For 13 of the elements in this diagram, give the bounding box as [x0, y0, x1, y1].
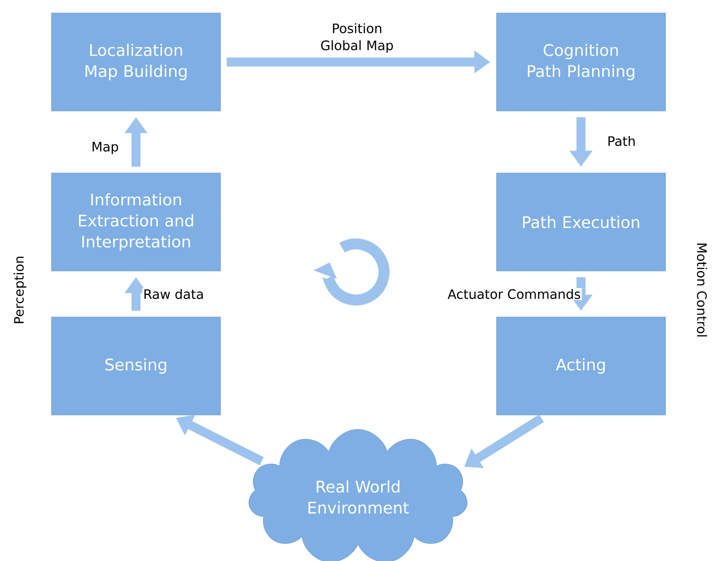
- edge-label: Path: [606, 134, 637, 148]
- process-box: Cognition Path Planning: [496, 12, 666, 112]
- edge-label: Raw data: [142, 288, 205, 300]
- edge-label: Actuator Commands: [446, 288, 582, 300]
- edge-label: Map: [90, 140, 120, 156]
- side-label: Perception: [14, 256, 26, 324]
- edge-label: Position Global Map: [316, 22, 398, 54]
- process-box: Acting: [496, 316, 666, 416]
- process-box: Information Extraction and Interpretation: [51, 172, 221, 272]
- process-box: Path Execution: [496, 172, 666, 272]
- side-label: Motion Control: [696, 244, 708, 336]
- process-box: Localization Map Building: [51, 12, 221, 112]
- process-box: Sensing: [51, 316, 221, 416]
